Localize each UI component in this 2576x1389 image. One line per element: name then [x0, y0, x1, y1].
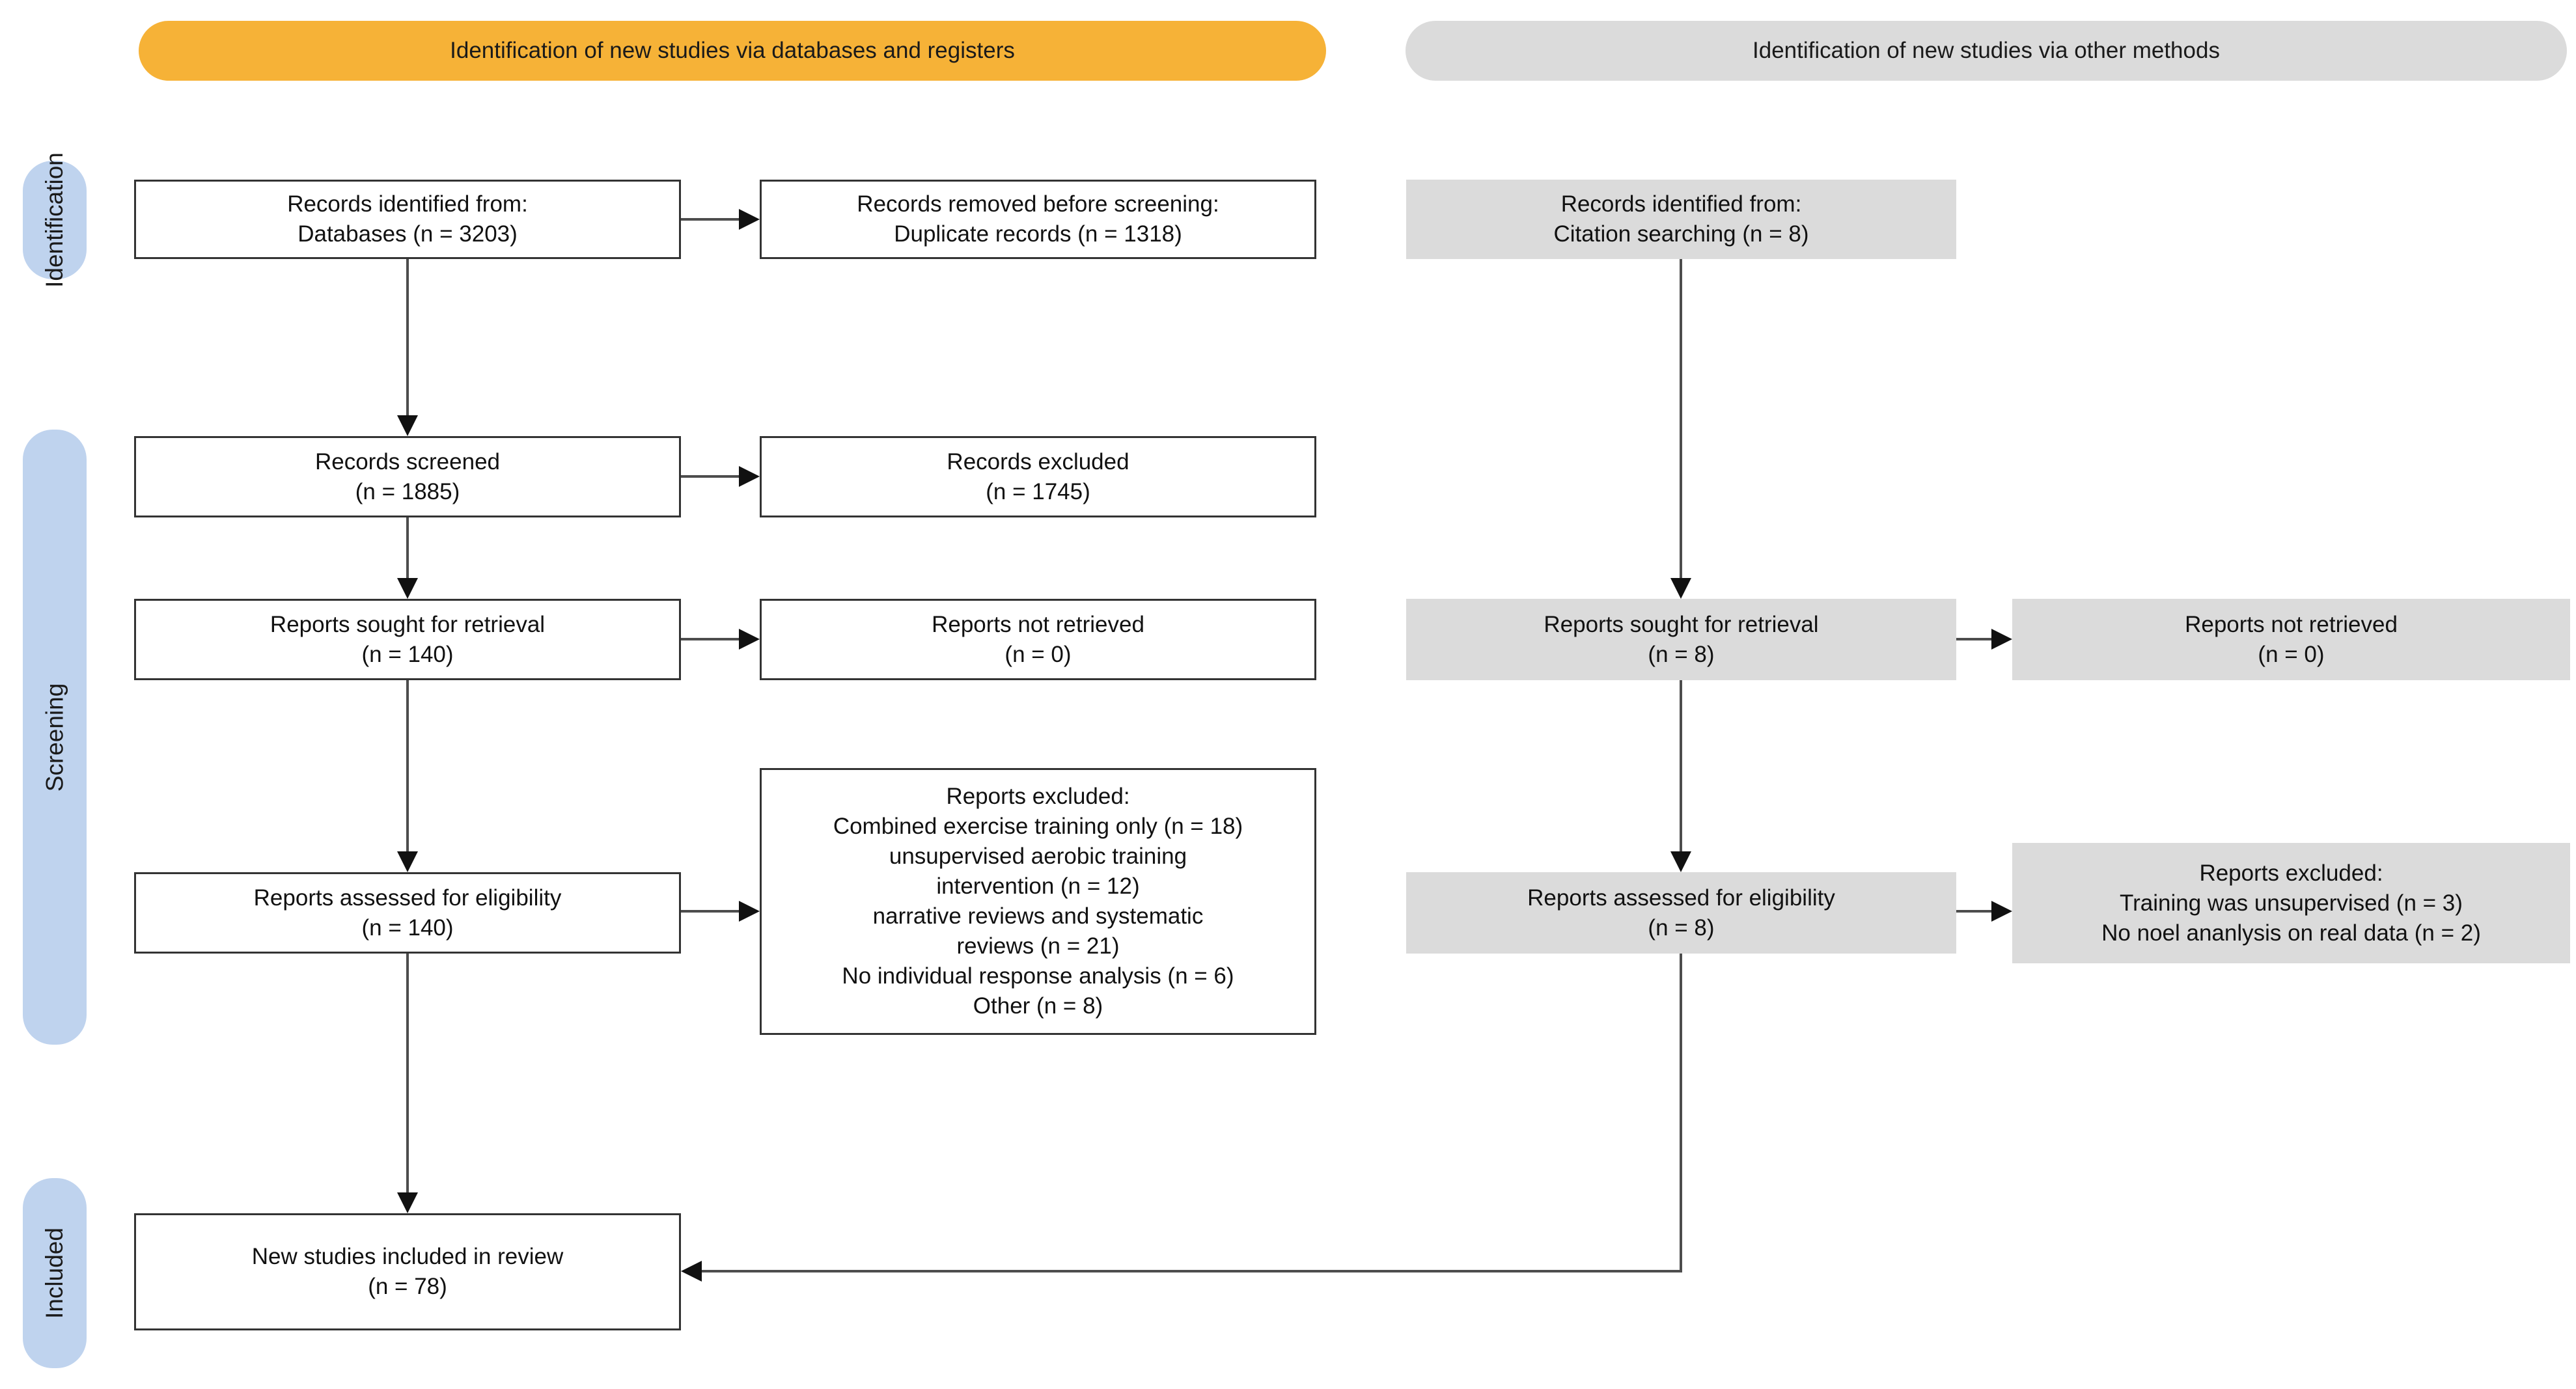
box-line: (n = 8) — [1648, 641, 1715, 667]
arrow-head-right — [739, 629, 760, 650]
arrow-line — [681, 910, 740, 913]
stage-pill-screening: Screening — [23, 430, 87, 1045]
arrow-head-down — [1670, 578, 1691, 599]
box-line: No individual response analysis (n = 6) — [842, 963, 1234, 989]
box-line: Reports sought for retrieval — [1544, 611, 1819, 637]
box-line: Reports excluded: — [946, 784, 1130, 809]
arrow-head-down — [1670, 851, 1691, 872]
stage-label-screening: Screening — [41, 683, 68, 791]
box-line: Records excluded — [947, 448, 1129, 474]
box-line: (n = 8) — [1648, 915, 1715, 941]
arrow-head-down — [397, 851, 418, 872]
box-line: Reports excluded: — [2199, 860, 2383, 886]
arrow-line — [406, 680, 409, 853]
stage-pill-identification: Identification — [23, 152, 87, 288]
box-line: intervention (n = 12) — [936, 873, 1140, 899]
arrow-line — [1956, 910, 1993, 913]
box-line: narrative reviews and systematic — [872, 903, 1204, 929]
arrow-line — [406, 517, 409, 579]
box-other-reports-not-retrieved: Reports not retrieved (n = 0) — [2012, 599, 2570, 680]
box-line: (n = 1745) — [986, 478, 1090, 504]
box-records-excluded: Records excluded (n = 1745) — [760, 436, 1316, 517]
box-line: Reports not retrieved — [932, 611, 1144, 637]
stage-pill-included: Included — [23, 1178, 87, 1368]
box-records-screened: Records screened (n = 1885) — [134, 436, 681, 517]
arrow-head-down — [397, 1192, 418, 1213]
box-line: Duplicate records (n = 1318) — [894, 221, 1182, 247]
arrow-head-down — [397, 578, 418, 599]
box-line: Reports not retrieved — [2185, 611, 2398, 637]
box-line: (n = 140) — [361, 915, 454, 941]
arrow-line — [681, 475, 740, 478]
banner-other-label: Identification of new studies via other … — [1752, 38, 2220, 63]
box-line: New studies included in review — [251, 1244, 564, 1269]
arrow-line — [406, 259, 409, 417]
box-line: (n = 0) — [2258, 641, 2325, 667]
box-new-studies-included: New studies included in review (n = 78) — [134, 1213, 681, 1330]
stage-label-identification: Identification — [41, 152, 68, 288]
box-line: Citation searching (n = 8) — [1553, 221, 1809, 247]
box-other-reports-assessed: Reports assessed for eligibility (n = 8) — [1406, 872, 1956, 954]
box-reports-sought: Reports sought for retrieval (n = 140) — [134, 599, 681, 680]
box-records-removed-before-screening: Records removed before screening: Duplic… — [760, 180, 1316, 259]
box-line: Reports assessed for eligibility — [253, 885, 562, 911]
arrow-head-left — [681, 1261, 702, 1282]
box-line: Other (n = 8) — [973, 993, 1103, 1019]
box-line: (n = 78) — [368, 1274, 447, 1299]
banner-databases-registers: Identification of new studies via databa… — [139, 21, 1326, 81]
box-line: Training was unsupervised (n = 3) — [2120, 890, 2463, 916]
box-line: Reports assessed for eligibility — [1527, 885, 1835, 911]
box-other-records-identified: Records identified from: Citation search… — [1406, 180, 1956, 259]
arrow-line — [1680, 954, 1682, 1272]
arrow-head-right — [1991, 629, 2012, 650]
box-line: Databases (n = 3203) — [298, 221, 518, 247]
box-line: No noel ananlysis on real data (n = 2) — [2101, 920, 2481, 946]
arrow-line — [702, 1270, 1682, 1272]
arrow-line — [681, 638, 740, 640]
box-other-reports-excluded: Reports excluded: Training was unsupervi… — [2012, 843, 2570, 963]
box-line: unsupervised aerobic training — [889, 844, 1187, 869]
box-line: (n = 0) — [1004, 641, 1072, 667]
box-reports-excluded-reasons: Reports excluded: Combined exercise trai… — [760, 768, 1316, 1035]
box-reports-assessed: Reports assessed for eligibility (n = 14… — [134, 872, 681, 954]
box-line: Reports sought for retrieval — [270, 611, 546, 637]
box-line: Records screened — [314, 448, 501, 474]
banner-databases-label: Identification of new studies via databa… — [450, 38, 1015, 63]
box-line: Combined exercise training only (n = 18) — [833, 814, 1243, 839]
box-line: reviews (n = 21) — [956, 933, 1120, 959]
arrow-head-right — [739, 901, 760, 922]
box-line: (n = 1885) — [355, 478, 460, 504]
arrow-head-down — [397, 415, 418, 436]
box-line: Records identified from: — [287, 191, 528, 217]
arrow-line — [406, 954, 409, 1194]
arrow-head-right — [739, 466, 760, 487]
arrow-head-right — [1991, 901, 2012, 922]
arrow-line — [1680, 680, 1682, 853]
arrow-line — [1680, 259, 1682, 579]
box-line: Records identified from: — [1560, 191, 1802, 217]
box-reports-not-retrieved: Reports not retrieved (n = 0) — [760, 599, 1316, 680]
box-other-reports-sought: Reports sought for retrieval (n = 8) — [1406, 599, 1956, 680]
banner-other-methods: Identification of new studies via other … — [1406, 21, 2567, 81]
arrow-line — [1956, 638, 1993, 640]
stage-label-included: Included — [41, 1228, 68, 1319]
arrow-line — [681, 218, 740, 221]
arrow-head-right — [739, 209, 760, 230]
box-line: (n = 140) — [361, 641, 454, 667]
box-line: Records removed before screening: — [857, 191, 1219, 217]
box-records-identified-databases: Records identified from: Databases (n = … — [134, 180, 681, 259]
